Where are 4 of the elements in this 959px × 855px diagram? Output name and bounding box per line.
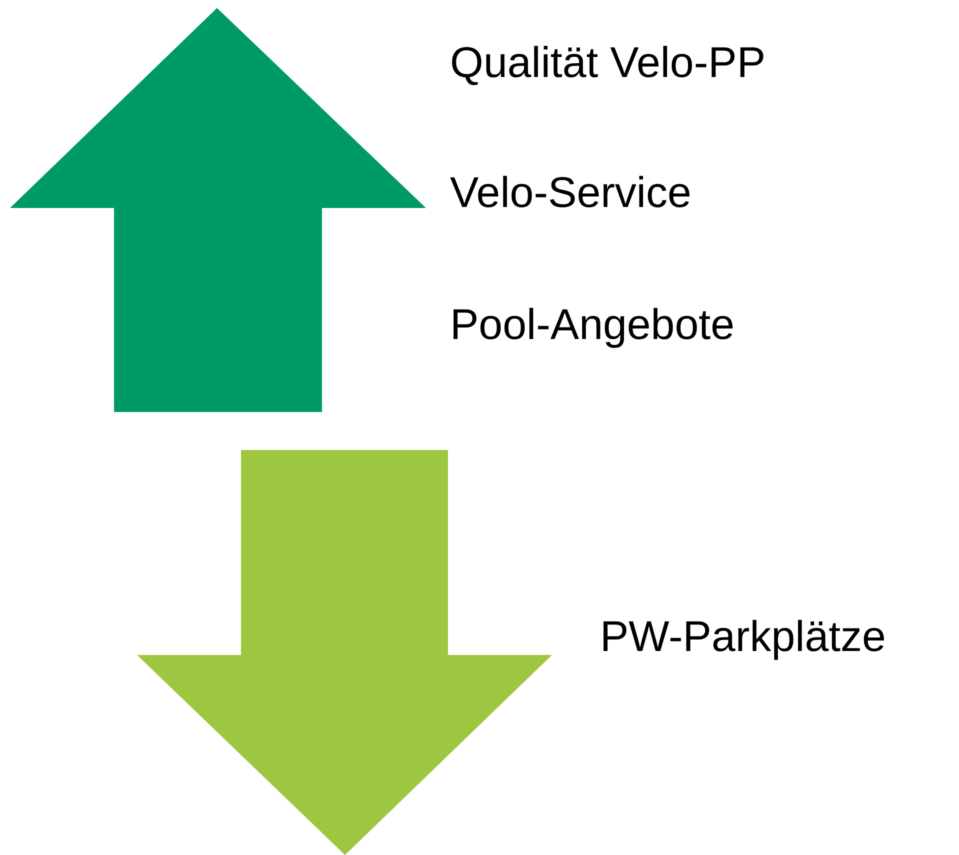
arrow-caption: Qualität Velo-PP	[450, 38, 766, 88]
arrow-caption: PW-Parkplätze	[600, 612, 886, 662]
arrow-caption: Pool-Angebote	[450, 300, 734, 350]
arrow-caption: Velo-Service	[450, 168, 692, 218]
